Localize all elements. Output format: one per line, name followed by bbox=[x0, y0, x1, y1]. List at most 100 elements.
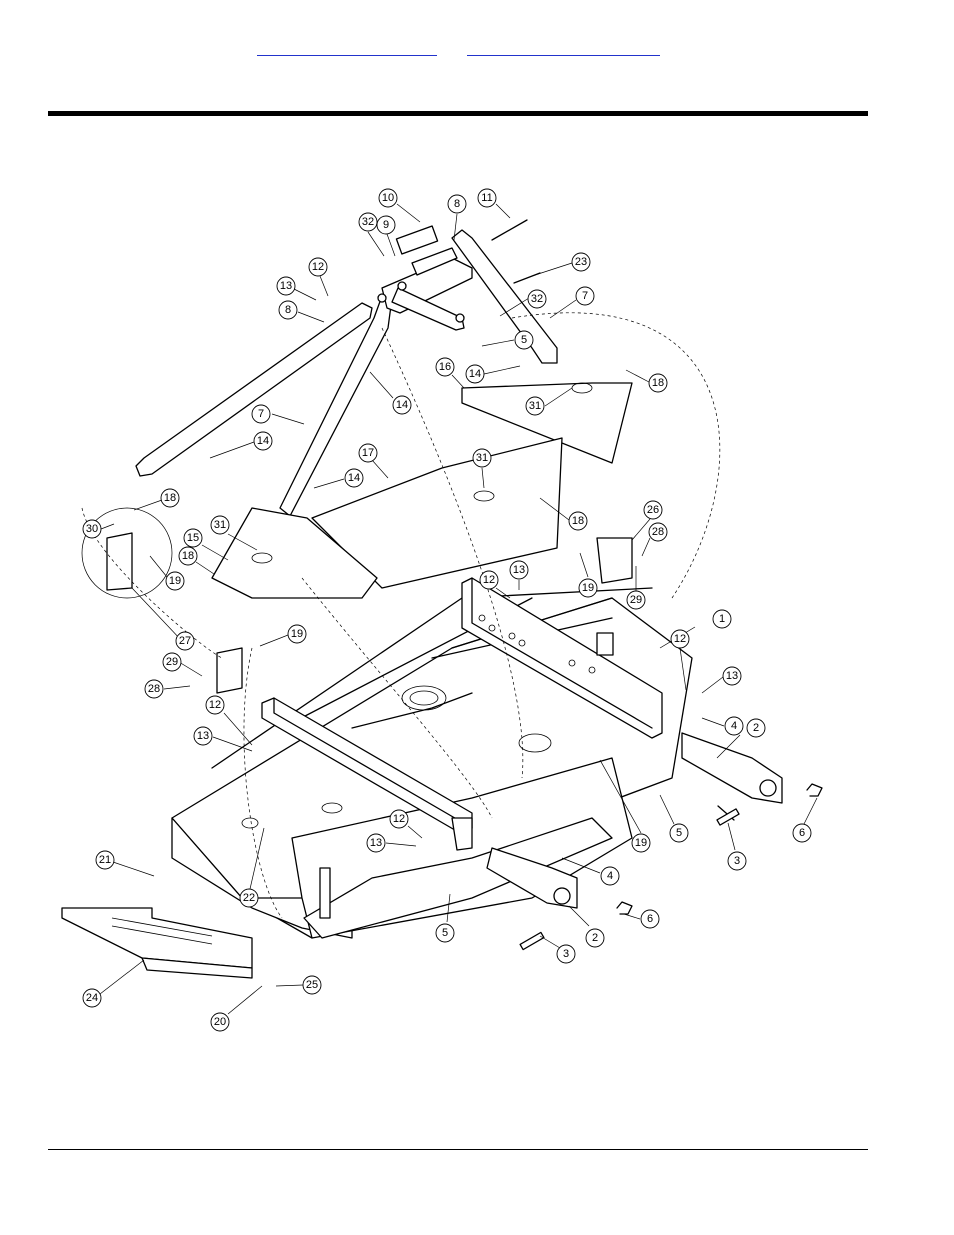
callout-13: 13 bbox=[701, 666, 742, 694]
svg-text:14: 14 bbox=[396, 399, 408, 411]
svg-text:28: 28 bbox=[148, 683, 160, 695]
callout-6: 6 bbox=[623, 909, 660, 929]
svg-text:19: 19 bbox=[291, 628, 303, 640]
callout-4: 4 bbox=[701, 716, 744, 736]
svg-text:31: 31 bbox=[476, 452, 488, 464]
callout-12: 12 bbox=[479, 570, 511, 599]
svg-text:9: 9 bbox=[383, 219, 389, 231]
callout-2: 2 bbox=[568, 905, 605, 948]
callout-29: 29 bbox=[162, 652, 203, 677]
svg-text:13: 13 bbox=[280, 280, 292, 292]
svg-text:32: 32 bbox=[362, 216, 374, 228]
footer-rule bbox=[48, 1149, 868, 1150]
svg-text:14: 14 bbox=[257, 435, 269, 447]
callout-19: 19 bbox=[259, 624, 307, 647]
svg-text:2: 2 bbox=[592, 932, 598, 944]
callout-12: 12 bbox=[670, 629, 690, 691]
svg-text:16: 16 bbox=[439, 361, 451, 373]
svg-text:10: 10 bbox=[382, 192, 394, 204]
svg-text:2: 2 bbox=[753, 722, 759, 734]
deck-covers bbox=[211, 382, 633, 599]
svg-text:7: 7 bbox=[258, 408, 264, 420]
callout-3: 3 bbox=[539, 935, 576, 964]
callout-5: 5 bbox=[659, 794, 689, 843]
svg-text:26: 26 bbox=[647, 504, 659, 516]
callout-13: 13 bbox=[193, 726, 253, 752]
svg-text:14: 14 bbox=[469, 368, 481, 380]
svg-text:31: 31 bbox=[214, 519, 226, 531]
foot-step bbox=[61, 907, 253, 979]
svg-text:17: 17 bbox=[362, 447, 374, 459]
callout-8: 8 bbox=[447, 194, 467, 241]
svg-text:14: 14 bbox=[348, 472, 360, 484]
svg-text:18: 18 bbox=[182, 550, 194, 562]
callout-14: 14 bbox=[465, 364, 521, 384]
svg-text:27: 27 bbox=[179, 635, 191, 647]
callout-25: 25 bbox=[275, 975, 322, 995]
header-link-1[interactable] bbox=[257, 41, 437, 56]
callout-12: 12 bbox=[389, 809, 423, 839]
callout-14: 14 bbox=[313, 468, 364, 489]
svg-text:18: 18 bbox=[164, 492, 176, 504]
svg-text:8: 8 bbox=[285, 304, 291, 316]
callout-1: 1 bbox=[659, 609, 732, 649]
callout-32: 32 bbox=[499, 289, 547, 317]
callout-31: 31 bbox=[472, 448, 492, 489]
svg-text:5: 5 bbox=[521, 334, 527, 346]
svg-text:5: 5 bbox=[442, 927, 448, 939]
svg-text:19: 19 bbox=[169, 575, 181, 587]
svg-text:6: 6 bbox=[647, 913, 653, 925]
callout-24: 24 bbox=[82, 959, 145, 1008]
svg-text:1: 1 bbox=[719, 613, 725, 625]
svg-text:30: 30 bbox=[86, 523, 98, 535]
callout-6: 6 bbox=[792, 797, 818, 843]
callout-19: 19 bbox=[149, 555, 185, 591]
callout-27: 27 bbox=[131, 587, 195, 651]
callout-5: 5 bbox=[435, 893, 455, 943]
svg-text:22: 22 bbox=[243, 892, 255, 904]
callout-32: 32 bbox=[358, 212, 385, 257]
callout-12: 12 bbox=[205, 695, 253, 746]
svg-text:13: 13 bbox=[726, 670, 738, 682]
callout-19: 19 bbox=[599, 759, 651, 853]
callout-31: 31 bbox=[210, 515, 258, 551]
callout-18: 18 bbox=[178, 546, 215, 575]
svg-text:13: 13 bbox=[197, 730, 209, 742]
svg-text:18: 18 bbox=[572, 515, 584, 527]
svg-text:31: 31 bbox=[529, 400, 541, 412]
header-link-2[interactable] bbox=[467, 41, 660, 56]
svg-text:20: 20 bbox=[214, 1016, 226, 1028]
header-rule bbox=[48, 111, 868, 116]
exploded-parts-drawing: 1 2 2 3 3 4 4 5 5 5 6 6 7 7 8 8 9 10 11 … bbox=[61, 188, 823, 1032]
svg-text:28: 28 bbox=[652, 526, 664, 538]
parts-diagram: 1 2 2 3 3 4 4 5 5 5 6 6 7 7 8 8 9 10 11 … bbox=[52, 178, 832, 1040]
callout-18: 18 bbox=[625, 369, 668, 393]
callout-21: 21 bbox=[95, 850, 155, 877]
svg-text:18: 18 bbox=[652, 377, 664, 389]
callout-14: 14 bbox=[369, 371, 412, 415]
svg-text:4: 4 bbox=[731, 720, 737, 732]
callout-9: 9 bbox=[376, 215, 396, 257]
callout-28: 28 bbox=[144, 679, 191, 699]
callout-13: 13 bbox=[276, 276, 317, 301]
hitch-links bbox=[486, 732, 823, 951]
callout-28: 28 bbox=[641, 522, 668, 557]
svg-text:12: 12 bbox=[209, 699, 221, 711]
svg-text:19: 19 bbox=[582, 582, 594, 594]
callout-7: 7 bbox=[549, 286, 595, 319]
callout-3: 3 bbox=[727, 822, 747, 871]
svg-text:3: 3 bbox=[734, 855, 740, 867]
callout-4: 4 bbox=[561, 857, 620, 886]
svg-text:11: 11 bbox=[481, 192, 492, 204]
callout-2: 2 bbox=[716, 718, 766, 759]
front-beam bbox=[261, 697, 473, 851]
callout-8: 8 bbox=[278, 300, 325, 323]
lift-arms bbox=[135, 219, 558, 517]
svg-text:29: 29 bbox=[630, 594, 642, 606]
callout-12: 12 bbox=[308, 257, 329, 297]
callout-18: 18 bbox=[539, 497, 588, 531]
svg-text:13: 13 bbox=[370, 837, 382, 849]
callout-7: 7 bbox=[251, 404, 305, 425]
callout-13: 13 bbox=[509, 560, 529, 590]
svg-text:6: 6 bbox=[799, 827, 805, 839]
